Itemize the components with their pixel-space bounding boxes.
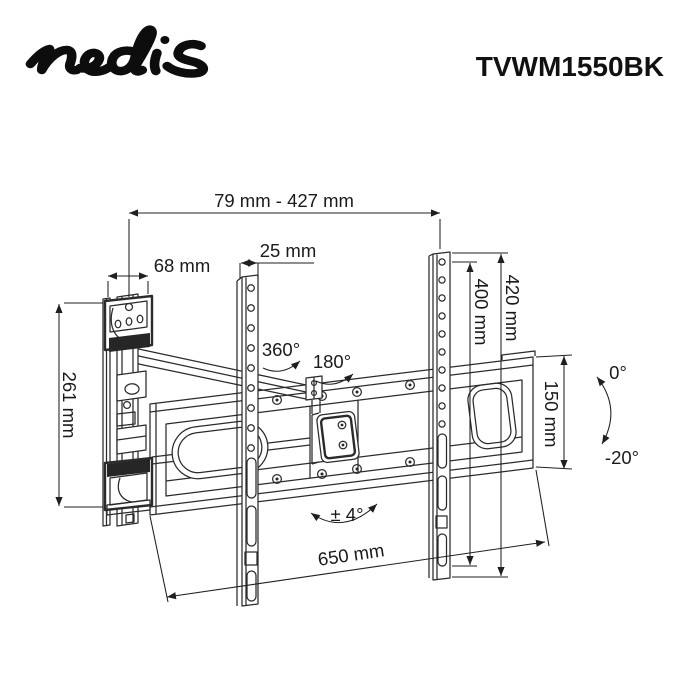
dim-end-plate-height: 150 mm xyxy=(535,354,573,470)
clamp-foot-tab xyxy=(125,513,135,524)
dim-extension-range: 79 mm - 427 mm xyxy=(128,190,441,297)
dim-label-wall-plate-height: 261 mm xyxy=(59,372,80,439)
beam-slot-right xyxy=(467,382,517,450)
dim-label-wall-plate-width: 68 mm xyxy=(154,255,211,276)
logo-i-dot xyxy=(160,36,170,44)
dim-label-extension-range: 79 mm - 427 mm xyxy=(214,190,354,211)
logo-letter-d xyxy=(106,25,157,76)
dim-label-rail-height: 420 mm xyxy=(502,275,523,342)
vesa-adapter-plate xyxy=(311,410,360,465)
dim-label-vesa-hole-height: 400 mm xyxy=(471,279,492,346)
dim-wall-plate-height: 261 mm xyxy=(55,302,103,508)
tv-bracket-beam xyxy=(149,350,536,516)
wall-plate xyxy=(102,293,154,527)
dim-wall-plate-width: 68 mm xyxy=(107,255,211,297)
angle-swivel-wall: 360° xyxy=(262,339,301,372)
logo-letter-e xyxy=(75,48,115,77)
dim-rail-height: 420 mm xyxy=(452,252,523,578)
arm-pivot-bracket xyxy=(116,370,147,402)
angle-swivel-elbow: 180° xyxy=(313,351,354,385)
wall-clamp-top xyxy=(103,294,154,352)
angle-label-swivel-elbow: 180° xyxy=(313,351,351,372)
beam-screws xyxy=(271,379,416,485)
angle-label-tilt-up: 0° xyxy=(609,362,627,383)
logo-letter-i xyxy=(149,48,162,76)
dim-label-bottom-width: 650 mm xyxy=(316,539,385,570)
dim-vesa-hole-height: 400 mm xyxy=(452,261,492,567)
model-number: TVWM1550BK xyxy=(476,51,664,82)
dim-label-rail-width: 25 mm xyxy=(260,240,317,261)
nedis-logo: nedis xyxy=(25,25,209,78)
angle-level-adjust: ± 4° xyxy=(310,503,378,525)
logo-letter-n xyxy=(25,44,82,75)
angle-tilt: 0° -20° xyxy=(596,362,639,468)
angle-label-tilt-down: -20° xyxy=(605,447,639,468)
dim-label-end-plate-height: 150 mm xyxy=(541,381,562,448)
wall-clamp-bottom xyxy=(103,456,154,524)
logo-letter-s xyxy=(162,40,209,78)
dim-rail-width: 25 mm xyxy=(239,240,317,279)
angle-label-swivel-wall: 360° xyxy=(262,339,300,360)
